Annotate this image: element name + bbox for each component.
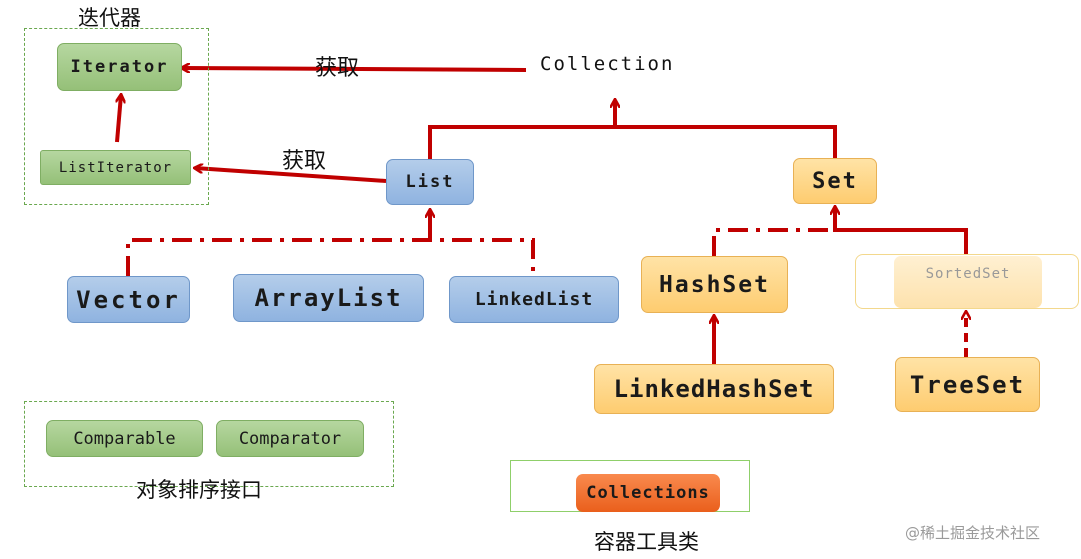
comparable-label: Comparable bbox=[73, 428, 176, 449]
iterator-node[interactable]: Iterator bbox=[57, 43, 182, 91]
linked-hash-set-label: LinkedHashSet bbox=[613, 375, 815, 403]
tree-set-label: TreeSet bbox=[909, 370, 1026, 399]
edge-list-implementations bbox=[126, 238, 535, 276]
collections-label: Collections bbox=[586, 483, 710, 503]
iterator-label: Iterator bbox=[70, 57, 169, 77]
iterator-group-title: 迭代器 bbox=[78, 6, 141, 30]
hash-set-label: HashSet bbox=[659, 271, 770, 298]
vector-label: Vector bbox=[76, 285, 181, 314]
edge-collection-iterator bbox=[182, 68, 527, 70]
edge-label-get-collection: 获取 bbox=[315, 56, 360, 81]
sort-group-frame bbox=[24, 401, 394, 487]
hash-set-node[interactable]: HashSet bbox=[641, 256, 788, 313]
sort-group-title: 对象排序接口 bbox=[136, 478, 262, 502]
sorted-set-node[interactable]: SortedSet bbox=[894, 256, 1042, 308]
list-iterator-node[interactable]: ListIterator bbox=[40, 150, 191, 185]
edge-listiterator-iterator bbox=[115, 95, 121, 143]
edge-label-get-list: 获取 bbox=[282, 149, 327, 174]
edge-list-listiterator bbox=[195, 168, 387, 183]
collection-node[interactable]: Collection bbox=[540, 53, 675, 75]
linked-list-node[interactable]: LinkedList bbox=[449, 276, 619, 323]
list-iterator-label: ListIterator bbox=[58, 159, 173, 176]
sorted-set-frame bbox=[855, 254, 1079, 309]
util-group-title: 容器工具类 bbox=[594, 530, 699, 554]
edge-hashset-set bbox=[712, 228, 835, 256]
linked-list-label: LinkedList bbox=[474, 289, 594, 310]
comparator-label: Comparator bbox=[238, 428, 342, 449]
list-node[interactable]: List bbox=[386, 159, 474, 205]
array-list-node[interactable]: ArrayList bbox=[233, 274, 424, 322]
array-list-label: ArrayList bbox=[254, 284, 403, 312]
sorted-set-label: SortedSet bbox=[925, 266, 1011, 282]
comparator-node[interactable]: Comparator bbox=[216, 420, 364, 457]
comparable-node[interactable]: Comparable bbox=[46, 420, 203, 457]
edge-list-set-collection bbox=[428, 125, 837, 160]
list-label: List bbox=[405, 172, 455, 192]
linked-hash-set-node[interactable]: LinkedHashSet bbox=[594, 364, 834, 414]
iterator-group-frame bbox=[24, 28, 209, 205]
tree-set-node[interactable]: TreeSet bbox=[895, 357, 1040, 412]
edge-sortedset-set bbox=[835, 228, 968, 255]
set-node[interactable]: Set bbox=[793, 158, 877, 204]
vector-node[interactable]: Vector bbox=[67, 276, 190, 323]
set-label: Set bbox=[812, 168, 858, 194]
collections-node[interactable]: Collections bbox=[576, 474, 720, 512]
watermark: @稀土掘金技术社区 bbox=[905, 524, 1041, 542]
